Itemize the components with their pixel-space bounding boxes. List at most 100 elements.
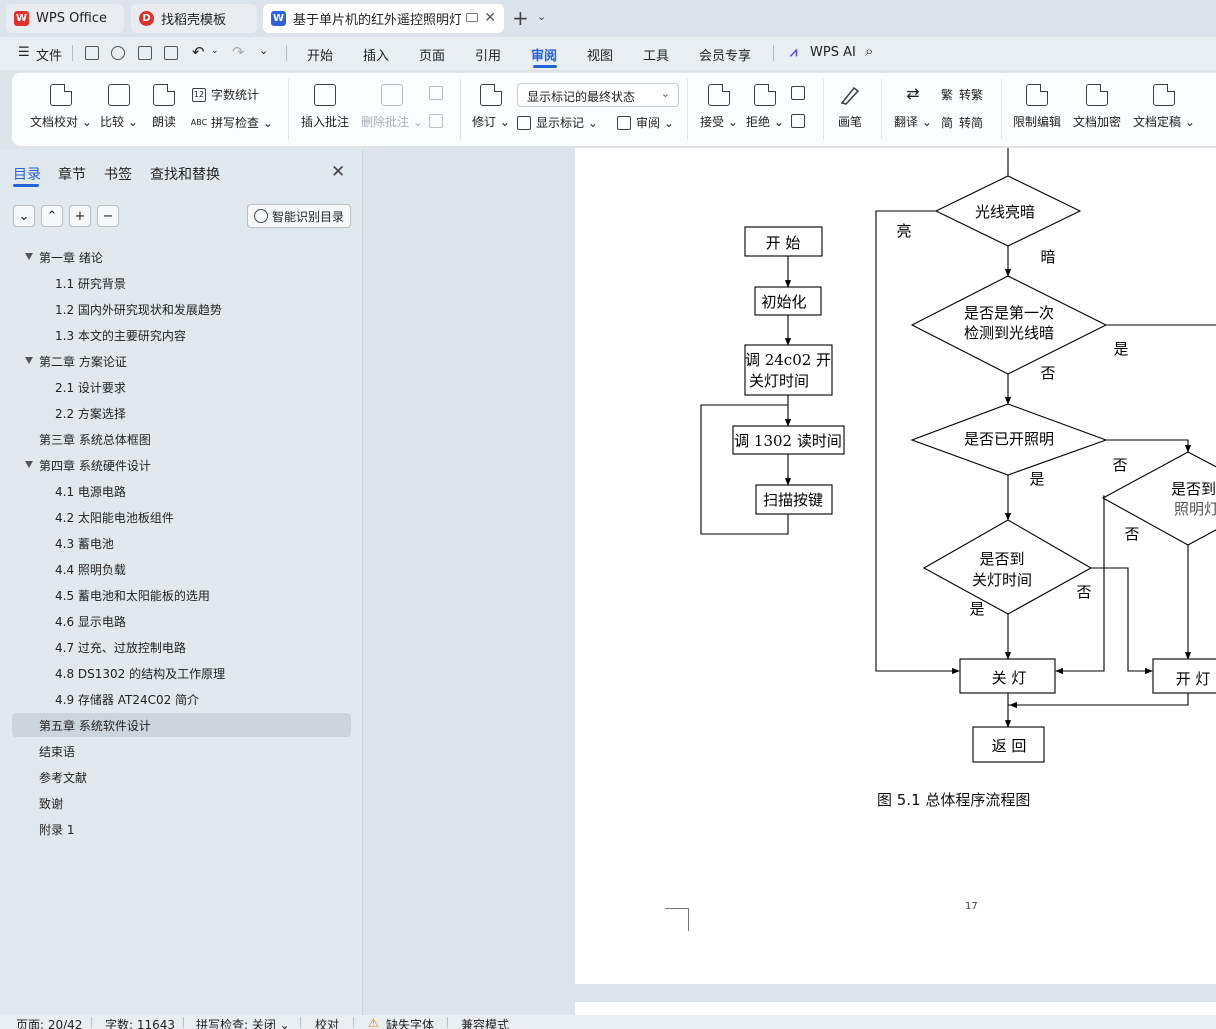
expand-down-button[interactable]: ⌄: [13, 205, 35, 227]
chevron-down-icon[interactable]: ⌄: [259, 44, 269, 57]
collapse-up-button[interactable]: ⌃: [41, 205, 63, 227]
proofread-button[interactable]: 文档校对 ⌄: [30, 84, 92, 130]
nav-tab-chapters[interactable]: 章节: [58, 167, 86, 183]
smart-toc-button[interactable]: 智能识别目录: [247, 204, 351, 228]
accept-button[interactable]: 接受 ⌄: [700, 84, 738, 130]
chevron-down-icon[interactable]: ⌄: [537, 10, 547, 23]
compat-mode-status[interactable]: 兼容模式: [461, 1018, 510, 1029]
toc-item[interactable]: 4.2 太阳能电池板组件: [12, 505, 351, 529]
to-traditional-button[interactable]: 繁 转繁: [940, 86, 983, 103]
compare-button[interactable]: 比较 ⌄: [100, 84, 138, 130]
toc-item[interactable]: 4.3 蓄电池: [12, 531, 351, 555]
finalize-button[interactable]: 文档定稿 ⌄: [1133, 84, 1195, 130]
tab-docer-templates[interactable]: D 找稻壳模板: [131, 4, 257, 33]
toc-item[interactable]: 1.3 本文的主要研究内容: [12, 323, 351, 347]
nav-tab-toc[interactable]: 目录: [13, 167, 41, 183]
toc-item[interactable]: 第三章 系统总体框图: [12, 427, 351, 451]
menu-review[interactable]: 审阅: [531, 49, 558, 64]
search-icon[interactable]: ⌕: [865, 42, 874, 60]
nav-tab-find-replace[interactable]: 查找和替换: [150, 167, 220, 183]
to-simplified-button[interactable]: 简 转简: [940, 114, 983, 131]
share-icon[interactable]: [111, 46, 125, 60]
pen-button[interactable]: 画笔: [838, 84, 862, 130]
word-count-indicator[interactable]: 字数: 11643: [105, 1018, 176, 1029]
toc-item[interactable]: 第四章 系统硬件设计: [12, 453, 351, 477]
toc-item[interactable]: 4.7 过充、过放控制电路: [12, 635, 351, 659]
toc-item[interactable]: 4.9 存储器 AT24C02 简介: [12, 687, 351, 711]
tab-wps-office[interactable]: W WPS Office: [6, 4, 124, 33]
menu-page[interactable]: 页面: [419, 49, 446, 64]
next-comment-button[interactable]: [429, 114, 448, 128]
menu-wps-ai[interactable]: WPS AI: [810, 45, 856, 60]
menu-file[interactable]: 文件: [36, 49, 63, 64]
toc-item[interactable]: 4.4 照明负载: [12, 557, 351, 581]
toc-item[interactable]: 2.1 设计要求: [12, 375, 351, 399]
missing-font-status[interactable]: 缺失字体: [386, 1018, 435, 1029]
window-icon[interactable]: [466, 13, 478, 22]
menu-references[interactable]: 引用: [475, 49, 502, 64]
nav-tab-bookmarks[interactable]: 书签: [104, 167, 132, 183]
new-tab-icon[interactable]: +: [512, 6, 529, 30]
flow-on-time-decision: [1101, 451, 1216, 546]
word-count-button[interactable]: 12 字数统计: [192, 86, 259, 103]
print-icon[interactable]: [138, 46, 152, 60]
toc-item[interactable]: 4.5 蓄电池和太阳能板的选用: [12, 583, 351, 607]
previous-comment-button[interactable]: [429, 86, 448, 100]
menu-home[interactable]: 开始: [307, 49, 334, 64]
toc-item[interactable]: 结束语: [12, 739, 351, 763]
menu-member[interactable]: 会员专享: [699, 49, 752, 64]
collapse-all-button[interactable]: −: [97, 205, 119, 227]
previous-change-button[interactable]: [791, 86, 810, 100]
print-preview-icon[interactable]: [164, 46, 178, 60]
toc-item[interactable]: 第一章 绪论: [12, 245, 351, 269]
expand-triangle-icon[interactable]: [25, 357, 33, 364]
reject-button[interactable]: 拒绝 ⌄: [746, 84, 784, 130]
toc-item[interactable]: 参考文献: [12, 765, 351, 789]
toc-item[interactable]: 附录 1: [12, 817, 351, 841]
toc-item[interactable]: 1.2 国内外研究现状和发展趋势: [12, 297, 351, 321]
toc-item[interactable]: 4.8 DS1302 的结构及工作原理: [12, 661, 351, 685]
spell-check-status[interactable]: 拼写检查: 关闭 ⌄: [196, 1018, 290, 1029]
spell-check-button[interactable]: ABC 拼写检查 ⌄: [191, 114, 273, 131]
delete-comment-button[interactable]: 删除批注 ⌄: [361, 84, 423, 130]
expand-triangle-icon[interactable]: [25, 253, 33, 260]
read-aloud-button[interactable]: 朗读: [152, 84, 176, 130]
insert-comment-button[interactable]: 插入批注: [301, 84, 349, 130]
menu-tools[interactable]: 工具: [643, 49, 670, 64]
menu-icon[interactable]: ☰: [18, 45, 30, 60]
divider: [460, 79, 461, 139]
redo-icon[interactable]: ↷: [232, 43, 245, 61]
restrict-edit-button[interactable]: 限制编辑: [1013, 84, 1061, 130]
expand-all-button[interactable]: +: [69, 205, 91, 227]
menu-view[interactable]: 视图: [587, 49, 614, 64]
chevron-down-icon[interactable]: ⌄: [211, 46, 219, 56]
menu-insert[interactable]: 插入: [363, 49, 390, 64]
toc-item[interactable]: 2.2 方案选择: [12, 401, 351, 425]
undo-icon[interactable]: ↶: [192, 43, 205, 61]
close-icon[interactable]: ✕: [331, 162, 346, 182]
flow-light-off-text: 关 灯: [992, 669, 1027, 687]
tab-document[interactable]: W 基于单片机的红外遥控照明灯设 ✕: [263, 4, 504, 33]
review-pane-button[interactable]: 审阅 ⌄: [617, 114, 674, 131]
show-markup-button[interactable]: 显示标记 ⌄: [517, 114, 598, 131]
toc-item[interactable]: 4.1 电源电路: [12, 479, 351, 503]
toc-item[interactable]: 第五章 系统软件设计: [12, 713, 351, 737]
encrypt-button[interactable]: 文档加密: [1073, 84, 1121, 130]
markup-state-select[interactable]: 显示标记的最终状态 ⌄: [517, 83, 679, 107]
proofread-status[interactable]: 校对: [315, 1018, 340, 1029]
next-change-button[interactable]: [791, 114, 810, 128]
track-changes-button[interactable]: 修订 ⌄: [472, 84, 510, 130]
page-indicator[interactable]: 页面: 20/42: [16, 1018, 83, 1029]
pen-icon: [839, 84, 861, 106]
expand-triangle-icon[interactable]: [25, 461, 33, 468]
save-icon[interactable]: [85, 46, 99, 60]
toc-item[interactable]: 1.1 研究背景: [12, 271, 351, 295]
toc-item[interactable]: 致谢: [12, 791, 351, 815]
flow-start-box: [744, 226, 823, 257]
smart-toc-icon: [254, 209, 268, 223]
divider: [286, 45, 287, 61]
toc-item[interactable]: 第二章 方案论证: [12, 349, 351, 373]
toc-item[interactable]: 4.6 显示电路: [12, 609, 351, 633]
close-icon[interactable]: ✕: [484, 10, 496, 26]
translate-button[interactable]: ⇄ 翻译 ⌄: [894, 84, 932, 130]
